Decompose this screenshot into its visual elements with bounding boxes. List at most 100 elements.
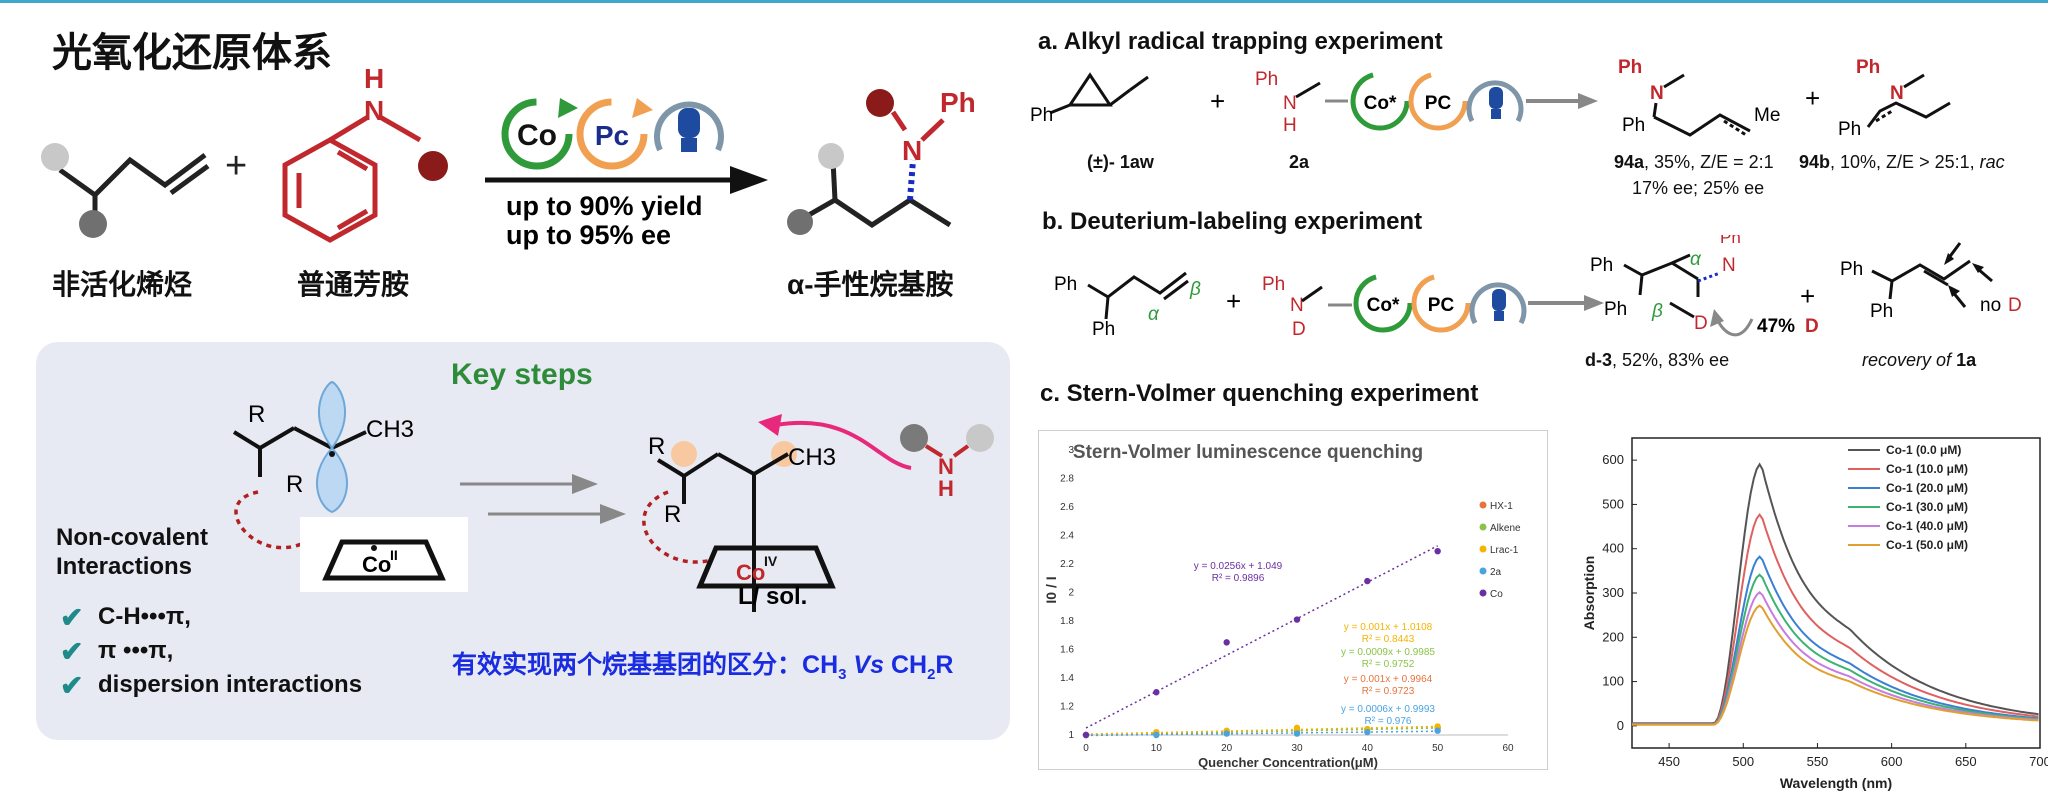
interactions-label: Interactions <box>56 553 193 580</box>
svg-text:PC: PC <box>1425 93 1452 114</box>
substrate-ball-bottom <box>79 210 107 238</box>
svg-text:CH3: CH3 <box>366 416 414 443</box>
svg-text:Ph: Ph <box>1838 119 1861 140</box>
x-tick-label: 20 <box>1221 743 1233 754</box>
svg-text:Ph: Ph <box>1622 115 1645 136</box>
spectrum-line <box>1632 591 2039 726</box>
svg-text:β: β <box>1189 279 1201 300</box>
svg-text:CH3: CH3 <box>788 444 836 471</box>
product-ball-bottom <box>787 209 813 235</box>
svg-text:Ph: Ph <box>1604 299 1627 320</box>
sub-1aw-label: (±)- 1aw <box>1087 152 1154 172</box>
light-bulb-icon <box>654 101 724 152</box>
legend-label: Co-1 (0.0 μM) <box>1886 443 1961 457</box>
y-tick-label: 1.8 <box>1060 616 1074 627</box>
r2-label: R² = 0.8443 <box>1362 634 1415 645</box>
svg-text:Co*: Co* <box>1364 93 1397 114</box>
product-94a-ee: 17% ee; 25% ee <box>1632 178 1765 198</box>
aniline-n-label: N <box>364 95 384 126</box>
main-scheme: + N H Co Pc up to 90% yield up to 95% ee <box>41 63 976 250</box>
svg-text:N: N <box>1650 83 1664 104</box>
trendline <box>1085 725 1438 735</box>
svg-text:II: II <box>390 547 398 563</box>
svg-text:R: R <box>286 471 303 498</box>
y-tick-label: 400 <box>1602 541 1624 556</box>
svg-text:H: H <box>938 476 954 501</box>
x-axis-label: Quencher Concentration(μM) <box>1198 755 1378 770</box>
amine-label: 普通芳胺 <box>297 269 410 300</box>
svg-text:R: R <box>248 401 265 428</box>
svg-text:N: N <box>1283 93 1297 114</box>
svg-text:D: D <box>1694 313 1708 334</box>
svg-text:Ph: Ph <box>1030 105 1053 126</box>
substrate-ball-top <box>41 143 69 171</box>
co4-label: Co <box>736 560 765 585</box>
y-tick-label: 200 <box>1602 629 1624 644</box>
interaction-item: ✔ π •••π, <box>60 635 174 667</box>
equation-label: y = 0.001x + 0.9964 <box>1344 674 1433 685</box>
check-icon: ✔ <box>60 635 84 667</box>
svg-text:Ph: Ph <box>1590 255 1613 276</box>
x-tick-label: 10 <box>1151 743 1163 754</box>
svg-text:Ph: Ph <box>1054 274 1077 295</box>
trendline <box>1085 545 1439 729</box>
y-tick-label: 3 <box>1068 445 1074 456</box>
y-axis-label: Absorption <box>1581 556 1597 631</box>
data-point <box>1293 730 1301 737</box>
svg-text:D: D <box>1292 319 1306 340</box>
aniline-h-label: H <box>364 63 384 94</box>
equation-label: y = 0.0009x + 0.9985 <box>1341 647 1435 658</box>
y-tick-label: 1.6 <box>1060 645 1074 656</box>
sub-2a-label: 2a <box>1289 152 1310 172</box>
page-title: 光氧化还原体系 <box>52 31 332 75</box>
data-point <box>1082 731 1090 739</box>
section-c-title: c. Stern-Volmer quenching experiment <box>1040 380 1479 407</box>
svg-text:H: H <box>1283 115 1297 136</box>
legend-label: Co <box>1490 589 1503 600</box>
svg-text:IV: IV <box>764 553 778 569</box>
svg-text:PC: PC <box>1428 295 1455 316</box>
x-tick-label: 60 <box>1502 743 1514 754</box>
data-point <box>1153 689 1160 696</box>
svg-text:N: N <box>1722 255 1736 276</box>
equation-label: y = 0.0006x + 0.9993 <box>1341 704 1435 715</box>
spectrum-line <box>1632 604 2039 726</box>
svg-text:Ph: Ph <box>1255 69 1278 90</box>
legend-label: HX-1 <box>1490 501 1513 512</box>
y-tick-label: 2.8 <box>1060 474 1074 485</box>
y-tick-label: 2.4 <box>1060 531 1074 542</box>
equation-label: y = 0.001x + 1.0108 <box>1344 622 1433 633</box>
data-point <box>1293 724 1301 732</box>
product-n-label: N <box>902 135 922 166</box>
legend-marker <box>1479 501 1487 509</box>
x-tick-label: 500 <box>1732 754 1754 769</box>
legend-label: Alkene <box>1490 523 1521 534</box>
legend-label: Co-1 (20.0 μM) <box>1886 481 1968 495</box>
svg-text:N: N <box>1290 295 1304 316</box>
svg-text:Ph: Ph <box>1840 259 1863 280</box>
svg-text:R: R <box>648 433 665 460</box>
differentiation-text: 有效实现两个烷基基团的区分：CH3 Vs CH2R <box>452 651 954 683</box>
y-tick-label: 2.6 <box>1060 502 1074 513</box>
pc-catalyst-icon: Pc <box>576 98 653 170</box>
yield-text: up to 90% yield <box>506 191 703 221</box>
section-a-title: a. Alkyl radical trapping experiment <box>1038 28 1443 55</box>
product-ball-n <box>866 89 894 117</box>
svg-text:Ph: Ph <box>1262 274 1285 295</box>
svg-text:Ph: Ph <box>1870 301 1893 322</box>
spectrum-line <box>1632 462 2039 725</box>
svg-text:+: + <box>1226 286 1241 316</box>
x-tick-label: 50 <box>1432 743 1444 754</box>
x-tick-label: 450 <box>1658 754 1680 769</box>
svg-text:Ph: Ph <box>1618 57 1642 78</box>
x-tick-label: 650 <box>1955 754 1977 769</box>
x-axis-label: Wavelength (nm) <box>1780 775 1892 791</box>
y-tick-label: 300 <box>1602 585 1624 600</box>
aniline-ball <box>418 151 448 181</box>
data-point <box>1293 616 1301 623</box>
product-label: α-手性烷基胺 <box>787 269 954 300</box>
svg-text:α: α <box>1690 249 1702 270</box>
svg-text:N: N <box>938 454 954 479</box>
svg-text:no: no <box>1980 295 2001 316</box>
